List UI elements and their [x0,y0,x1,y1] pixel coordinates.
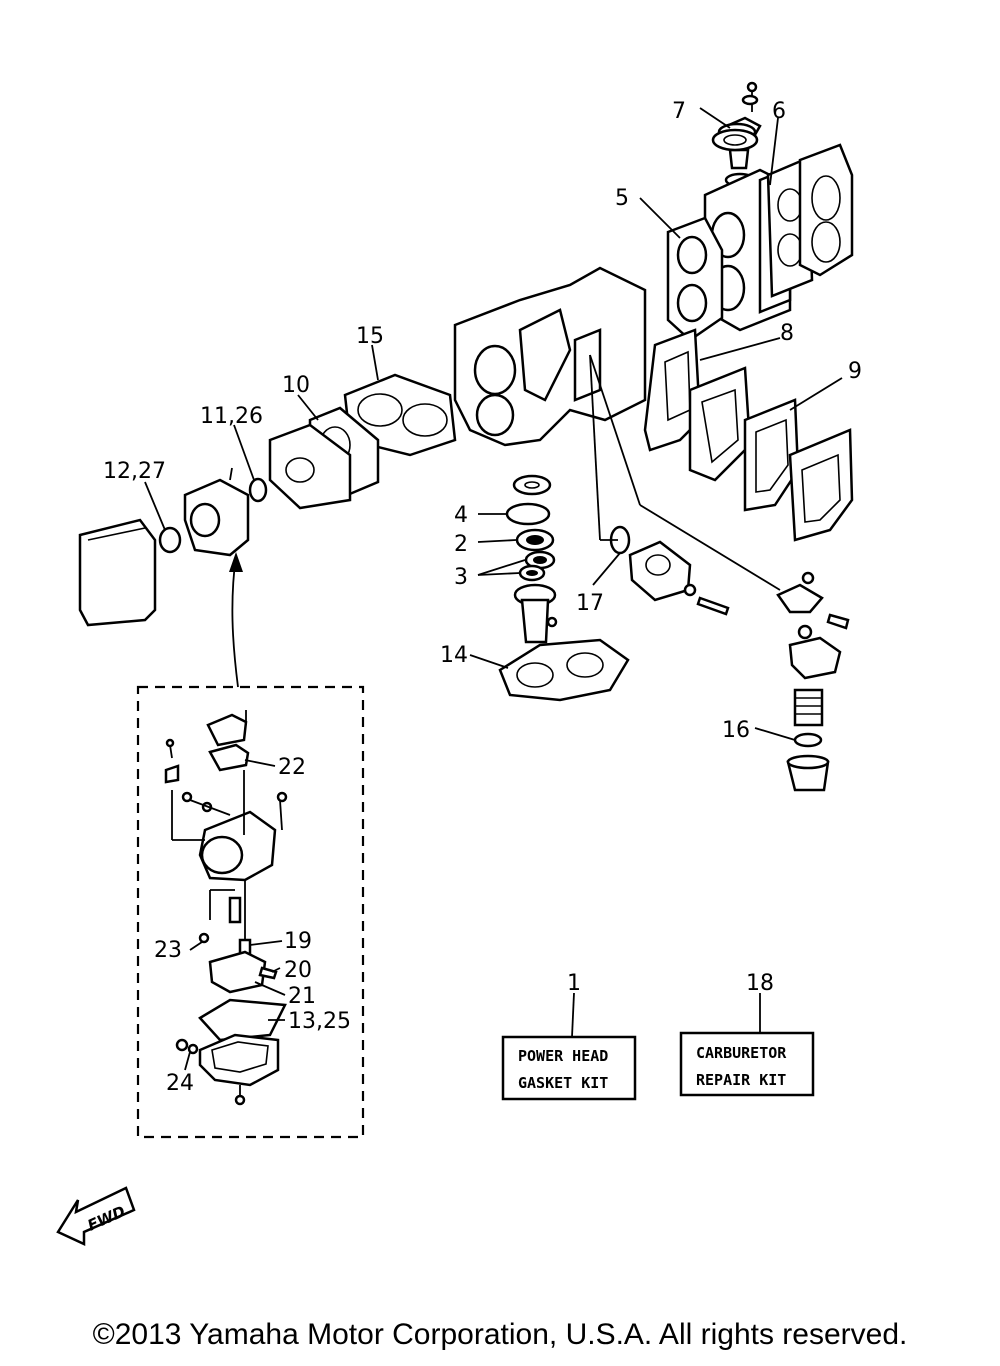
callout-22: 22 [278,755,306,780]
exhaust-gasket-14-part [498,638,630,702]
carburetor-kit-line1: CARBURETOR [696,1044,787,1062]
power-head-kit-line2: GASKET KIT [518,1074,608,1092]
callout-14: 14 [440,643,468,668]
o-ring-12-part [158,526,182,554]
callout-8: 8 [780,321,794,346]
callout-4: 4 [454,503,468,528]
seal-3-part [518,550,556,582]
seal-2-part [515,528,555,552]
o-ring-11-part [248,477,268,503]
callout-20: 20 [284,958,312,983]
carburetor-pointer-arrow [231,554,239,688]
copyright-notice: ©2013 Yamaha Motor Corporation, U.S.A. A… [92,1318,908,1351]
bracket-part [776,571,850,630]
callout-11-26: 11,26 [200,404,263,429]
callout-23: 23 [154,938,182,963]
callout-12-27: 12,27 [103,459,166,484]
callout-7: 7 [672,99,686,124]
silencer-part [78,518,157,627]
carb-body-part [171,770,277,882]
power-head-gasket-kit-box: POWER HEAD GASKET KIT [501,1035,637,1101]
arrow-head [229,552,243,572]
carb-cover-22-part [206,710,250,772]
lower-washer-part [512,474,552,496]
seal-housing-part [513,583,558,644]
callout-labels: 7 6 5 8 9 15 10 11,26 12,27 4 2 3 17 14 … [103,99,862,1096]
callout-21: 21 [288,984,316,1009]
callout-10: 10 [282,373,310,398]
head-cover-part [798,143,854,277]
carb-jets-part [198,880,252,957]
fuel-filter-part [788,624,842,727]
exhaust-inner-cover-part [688,366,752,482]
callout-1: 1 [567,971,581,996]
head-gasket-part [666,216,724,342]
callout-18: 18 [746,971,774,996]
callout-16: 16 [722,718,750,743]
fuel-pump-part [628,540,730,616]
leader-lines [144,107,843,1071]
callout-15: 15 [356,324,384,349]
carb-screws-part [164,738,288,831]
callout-3: 3 [454,565,468,590]
thermostat-gasket-part [711,128,759,152]
engine-block-part [453,266,647,447]
o-ring-4-part [505,502,551,526]
callout-24: 24 [166,1071,194,1096]
intake-manifold-part [268,423,352,510]
callout-6: 6 [772,99,786,124]
carburetor-body-part [183,467,250,557]
callout-2: 2 [454,532,468,557]
callout-5: 5 [615,186,629,211]
callout-13-25: 13,25 [288,1009,351,1034]
callout-17: 17 [576,591,604,616]
filter-cup-part [786,754,830,792]
float-bowl-part [175,1033,280,1106]
carburetor-kit-line2: REPAIR KIT [696,1071,786,1089]
assembly-lines [589,354,781,591]
o-ring-16-part [793,732,823,748]
exhaust-outer-gasket-part [743,398,800,512]
power-head-kit-line1: POWER HEAD [518,1047,608,1065]
forward-direction-arrow-icon: FWD [56,1186,136,1246]
float-part [208,950,278,994]
exhaust-outer-cover-part [788,428,854,542]
carburetor-repair-kit-box: CARBURETOR REPAIR KIT [679,1031,815,1097]
callout-19: 19 [284,929,312,954]
carburetor-detail-box [136,685,365,1139]
callout-9: 9 [848,359,862,384]
